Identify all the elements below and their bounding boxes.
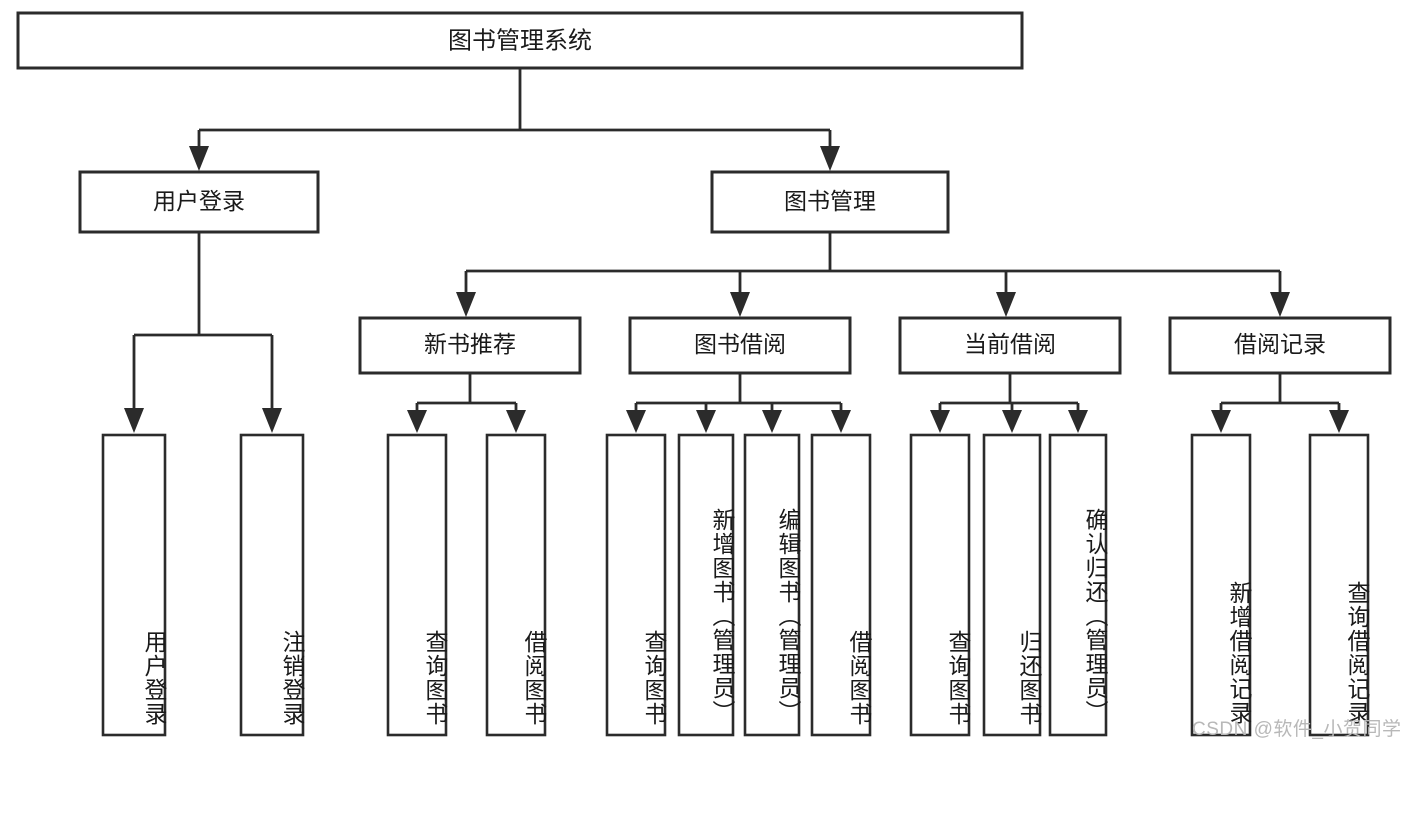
- node-book-borrow[interactable]: 图书借阅: [628, 316, 852, 375]
- node-book-borrow-box[interactable]: [628, 316, 852, 375]
- node-user-login-label: 用户登录: [153, 188, 245, 214]
- node-book-management-box[interactable]: [710, 170, 950, 234]
- node-current-borrow-label: 当前借阅: [964, 331, 1056, 357]
- arrowhead-leaf-user-login: [124, 408, 144, 433]
- node-book-management-label: 图书管理: [784, 188, 876, 214]
- leaf-node-box[interactable]: [605, 433, 667, 737]
- node-current-borrow[interactable]: 当前借阅: [898, 316, 1122, 375]
- leaf-node-box[interactable]: [810, 433, 872, 737]
- node-borrow-record-box[interactable]: [1168, 316, 1392, 375]
- arrowhead-cb-c3: [1068, 410, 1088, 433]
- arrowhead-new-book-rec: [456, 292, 476, 317]
- node-borrow-record-label: 借阅记录: [1234, 331, 1326, 357]
- arrowhead-leaf-logout: [262, 408, 282, 433]
- connector-group-root: [189, 68, 840, 171]
- node-borrow-record[interactable]: 借阅记录: [1168, 316, 1392, 375]
- connector-group-book-mgmt: [456, 232, 1290, 317]
- watermark-text: CSDN @软件_小贺同学: [1192, 719, 1402, 740]
- connector-group-book-borrow: [626, 373, 851, 433]
- node-user-login[interactable]: 用户登录: [78, 170, 320, 234]
- arrowhead-nbr-c1: [407, 410, 427, 433]
- arrowhead-bb-c3: [762, 410, 782, 433]
- leaf-box-group: [101, 433, 1370, 737]
- arrowhead-bb-c4: [831, 410, 851, 433]
- node-new-book-recommend[interactable]: 新书推荐: [358, 316, 582, 375]
- leaf-node-box[interactable]: [909, 433, 971, 737]
- leaf-node-box[interactable]: [982, 433, 1042, 737]
- node-root[interactable]: 图书管理系统: [16, 11, 1024, 70]
- leaf-node-box[interactable]: [677, 433, 735, 737]
- arrowhead-book-borrow: [730, 292, 750, 317]
- leaf-node-box[interactable]: [1308, 433, 1370, 737]
- connector-group-user-login: [124, 232, 282, 433]
- connector-group-new-book-rec: [407, 373, 526, 433]
- node-book-management[interactable]: 图书管理: [710, 170, 950, 234]
- arrowhead-user-login: [189, 146, 209, 171]
- arrowhead-br-c2: [1329, 410, 1349, 433]
- arrowhead-bb-c1: [626, 410, 646, 433]
- arrowhead-bb-c2: [696, 410, 716, 433]
- leaf-node-box[interactable]: [239, 433, 305, 737]
- node-root-box[interactable]: [16, 11, 1024, 70]
- leaf-node-box[interactable]: [1048, 433, 1108, 737]
- connector-group-borrow-record: [1211, 373, 1349, 433]
- arrowhead-book-mgmt: [820, 146, 840, 171]
- connector-group-current-borrow: [930, 373, 1088, 433]
- node-book-borrow-label: 图书借阅: [694, 331, 786, 357]
- arrowhead-current-borrow: [996, 292, 1016, 317]
- node-new-book-recommend-label: 新书推荐: [424, 331, 516, 357]
- arrowhead-cb-c2: [1002, 410, 1022, 433]
- arrowhead-nbr-c2: [506, 410, 526, 433]
- leaf-node-box[interactable]: [743, 433, 801, 737]
- leaf-node-box[interactable]: [485, 433, 547, 737]
- leaf-node-box[interactable]: [386, 433, 448, 737]
- flowchart-canvas: 图书管理系统 用户登录 图书管理 新书推荐 图书借阅 当前借阅 借阅记录: [16, 11, 1392, 737]
- arrowhead-br-c1: [1211, 410, 1231, 433]
- arrowhead-cb-c1: [930, 410, 950, 433]
- node-new-book-recommend-box[interactable]: [358, 316, 582, 375]
- node-current-borrow-box[interactable]: [898, 316, 1122, 375]
- leaf-node-box[interactable]: [101, 433, 167, 737]
- node-user-login-box[interactable]: [78, 170, 320, 234]
- arrowhead-borrow-record: [1270, 292, 1290, 317]
- node-root-label: 图书管理系统: [448, 27, 592, 54]
- flowchart-diagram: 图书管理系统 用户登录 图书管理 新书推荐 图书借阅 当前借阅 借阅记录: [16, 11, 1402, 740]
- leaf-node-box[interactable]: [1190, 433, 1252, 737]
